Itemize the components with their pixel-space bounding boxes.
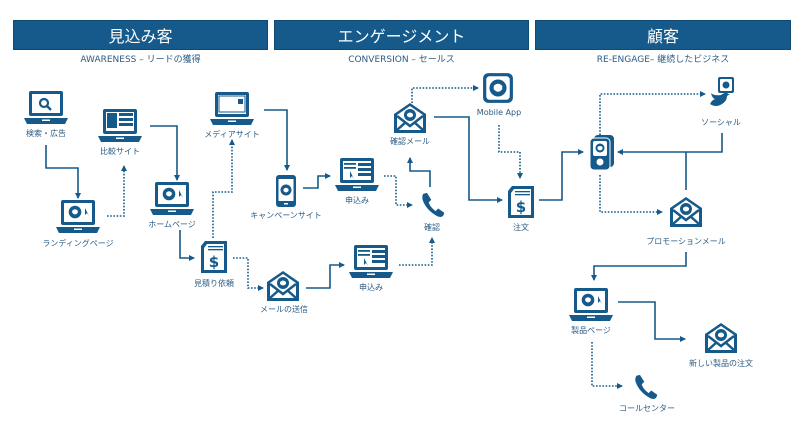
connector-promo-productpage	[591, 252, 687, 281]
laptop-person-icon[interactable]	[569, 288, 613, 321]
node-label-homepage: ホームページ	[148, 220, 196, 229]
connector-search-landing	[45, 145, 81, 199]
invoice-dollar-icon[interactable]	[201, 241, 227, 273]
twitter-bird-icon[interactable]	[710, 77, 734, 106]
stage-header-engagement: エンゲージメント	[274, 20, 529, 50]
node-label-landing-page: ランディングページ	[42, 239, 114, 248]
stage-header-customers: 顧客	[535, 20, 791, 50]
node-label-campaign-site: キャンペーンサイト	[250, 211, 322, 220]
node-label-mobile-app: Mobile App	[476, 108, 522, 117]
laptop-person-icon[interactable]	[56, 200, 100, 233]
connector-social-customer	[617, 133, 723, 155]
node-label-apply-1: 申込み	[345, 196, 369, 205]
connector-customer-social	[599, 91, 706, 135]
node-label-call-center: コールセンター	[619, 404, 675, 413]
connector-landing-comparison	[107, 165, 127, 217]
connector-sendemail-apply2	[306, 262, 345, 289]
stage-subtitle-reengage: RE-ENGAGE– 継続したビジネス	[596, 55, 730, 65]
stage-title: エンゲージメント	[337, 27, 466, 46]
node-label-confirm-email: 確認メール	[390, 137, 430, 146]
mobile-person-icon[interactable]	[276, 175, 296, 207]
email-person-icon[interactable]	[668, 196, 704, 228]
connector-confirmemail-order	[434, 116, 503, 203]
laptop-person-icon[interactable]	[150, 182, 194, 215]
laptop-form-icon[interactable]	[335, 158, 379, 191]
connector-apply2-call	[399, 237, 435, 266]
connector-customer-promo	[599, 175, 663, 215]
stage-header-prospects: 見込み客	[13, 20, 268, 50]
stage-title: 見込み客	[108, 27, 173, 46]
connector-call-confirmemail	[407, 157, 431, 187]
customer-profile-icon[interactable]	[589, 135, 614, 171]
node-label-promo-email: プロモーションメール	[646, 237, 726, 246]
connector-quote-media	[212, 139, 235, 238]
laptop-form-icon[interactable]	[349, 245, 393, 278]
connector-apply1-call	[384, 175, 413, 208]
connector-mobileapp-order	[498, 125, 523, 179]
connector-media-campaign	[264, 109, 290, 171]
connector-comparison-homepage	[150, 125, 180, 181]
node-label-confirm-call: 確認	[424, 223, 440, 232]
node-label-quote-request: 見積り依頼	[194, 279, 234, 288]
email-person-icon[interactable]	[265, 270, 301, 302]
laptop-columns-icon[interactable]	[98, 109, 142, 142]
phone-icon[interactable]	[635, 374, 658, 399]
email-person-icon[interactable]	[392, 102, 428, 134]
node-label-send-email: メールの送信	[260, 305, 308, 314]
laptop-search-icon[interactable]	[24, 91, 68, 124]
invoice-dollar-icon[interactable]	[508, 186, 534, 218]
email-person-icon[interactable]	[703, 322, 739, 354]
node-label-new-product-order: 新しい製品の注文	[689, 359, 753, 368]
node-label-apply-2: 申込み	[359, 283, 383, 292]
node-label-search-ads: 検索・広告	[26, 129, 66, 138]
stage-title: 顧客	[646, 27, 679, 46]
connector-confirmemail-mobileapp	[411, 85, 479, 103]
connector-campaign-apply1	[303, 173, 331, 189]
node-label-social: ソーシャル	[701, 118, 741, 127]
connector-quote-sendemail	[233, 257, 264, 291]
laptop-media-icon[interactable]	[210, 92, 254, 125]
node-label-media-site: メディアサイト	[204, 130, 260, 139]
connector-order-customer	[539, 149, 584, 201]
connector-productpage-neworder	[618, 301, 686, 342]
phone-icon[interactable]	[422, 192, 445, 217]
node-label-comparison-site: 比較サイト	[100, 147, 140, 156]
connector-homepage-quote	[179, 230, 195, 261]
connector-productpage-callcenter	[591, 342, 623, 389]
stage-subtitle-conversion: CONVERSION – セールス	[348, 55, 455, 65]
stage-subtitle-awareness: AWARENESS – リードの獲得	[80, 55, 201, 65]
node-label-product-page: 製品ページ	[571, 326, 611, 335]
node-label-order: 注文	[513, 223, 529, 232]
app-person-icon[interactable]	[483, 73, 513, 103]
